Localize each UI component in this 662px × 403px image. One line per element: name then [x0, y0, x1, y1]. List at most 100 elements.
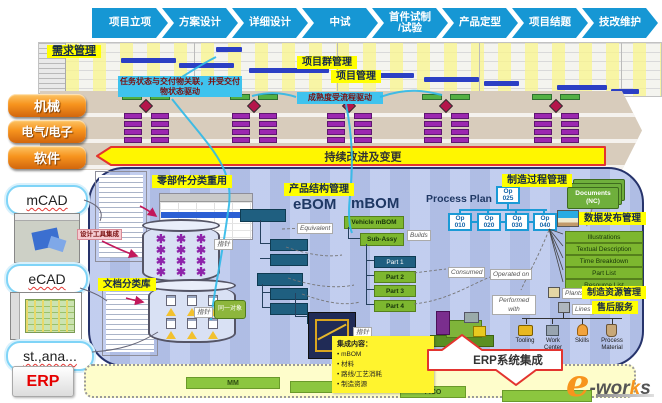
phase-chevron: 方案设计 [162, 8, 238, 38]
program-mgmt-label: 项目群管理 [297, 56, 357, 69]
connector-line [501, 221, 505, 223]
workflow-gate-diamond-icon [438, 99, 454, 114]
mbom-node: Vehicle mBOM [344, 216, 404, 229]
connector-line [366, 244, 367, 305]
circuit-board [25, 299, 75, 333]
parts-library-cylinder: ✱✱✱✱✱✱✱✱✱✱✱✱ [142, 219, 220, 282]
domain-button-electrical: 电气/电子 [8, 120, 86, 143]
classification-tree-screenshot [95, 171, 147, 262]
phase-chevron: 项目结题 [512, 8, 588, 38]
connector-line [543, 211, 545, 214]
erp-module [502, 390, 592, 402]
work-center-label: Work Center [543, 338, 562, 351]
logo-text: s [640, 378, 651, 399]
requirements-mgmt-label: 需求管理 [47, 45, 101, 58]
workflow-gate-diamond-icon [246, 99, 262, 114]
mcad-screenshot [14, 213, 80, 263]
gantt-separator [479, 43, 480, 96]
connector-line [582, 319, 583, 324]
connector-line [366, 304, 374, 305]
after-sales-label: 售后服务 [592, 301, 639, 314]
release-item: Illustrations [565, 231, 643, 243]
erp-content-item: 制造资源 [337, 380, 429, 390]
cad-part [47, 235, 67, 253]
connector-line [366, 289, 374, 290]
logo-text: -wor [589, 378, 630, 399]
process-plan-title: Process Plan [426, 193, 492, 205]
gantt-bar [484, 81, 519, 86]
change-arrow-label: 持续改进及变更 [325, 150, 403, 164]
ebom-node [270, 288, 308, 300]
cad-file-icon [166, 308, 176, 316]
connector-line [563, 313, 564, 318]
gantt-bar [179, 63, 234, 68]
connector-line [366, 275, 374, 276]
gantt-chart: 需求管理 项目群管理 项目管理 [38, 42, 662, 97]
release-preview-icon [557, 210, 579, 227]
workflow-group [226, 94, 282, 152]
gantt-bar [611, 89, 639, 94]
gantt-bar [121, 58, 176, 63]
release-item: Part List [565, 267, 643, 279]
connector-line [515, 211, 517, 214]
pointer-label: 指针 [214, 239, 233, 250]
work-center-icon [546, 325, 559, 336]
builds-label: Builds [407, 230, 431, 241]
cad-file-icon [208, 331, 218, 339]
mfg-resource-label: 制造资源管理 [582, 286, 647, 299]
gear-icons: ✱✱✱✱✱✱✱✱✱✱✱✱ [155, 232, 207, 279]
mbom-node: Sub-Assy [360, 233, 404, 246]
phase-bar: 项目立项 方案设计 详细设计 中试 首件试制 /试验 产品定型 项目结题 技改维… [92, 8, 658, 38]
connector-line [459, 209, 547, 211]
mbom-node: Part 3 [374, 285, 416, 297]
domain-button-mechanical: 机械 [8, 94, 86, 117]
documents-stack: Documents (NC) [567, 179, 625, 209]
gantt-bar [216, 47, 242, 52]
task-status-callout: 任务状态与交付物关联，并受交付物状态驱动 [118, 76, 242, 98]
process-material-icon [606, 324, 617, 337]
ebom-node [270, 303, 308, 315]
connector-line [348, 238, 360, 239]
plants-icon [548, 287, 560, 298]
ecad-screenshot [10, 292, 82, 340]
workflow-tasks [533, 112, 579, 143]
change-arrow: 持续改进及变更 [96, 146, 606, 166]
workflow-group [528, 94, 584, 152]
release-item: Time Breakdown [565, 255, 643, 267]
maturity-callout: 成熟度受流程驱动 [297, 92, 383, 104]
phase-chevron: 首件试制 /试验 [372, 8, 448, 38]
ecad-box: eCAD [6, 264, 88, 294]
erp-integration-arrow: ERP系统集成 [427, 334, 563, 386]
logo-e: e [566, 361, 590, 403]
lines-icon [558, 302, 570, 313]
mbom-node: Part 4 [374, 300, 416, 312]
document-icon [208, 318, 218, 329]
skills-icon [577, 324, 588, 336]
ebom-node [257, 273, 303, 286]
mcad-box: mCAD [6, 185, 88, 215]
pointer-label: 指针 [194, 307, 213, 318]
release-item: Textual Description [565, 243, 643, 255]
workflow-tasks [423, 112, 469, 143]
mfg-process-label: 制造过程管理 [502, 174, 572, 187]
ebom-node [240, 209, 286, 222]
skills-label: Skills [574, 338, 589, 344]
logo-k: k [629, 378, 641, 399]
gantt-bar [557, 85, 607, 90]
phase-chevron: 中试 [302, 8, 378, 38]
connector-line [260, 220, 261, 244]
connector-line [552, 319, 553, 324]
workflow-group [118, 94, 174, 152]
app-toolbar [15, 214, 79, 221]
document-icon [187, 318, 197, 329]
phase-chevron: 项目立项 [92, 8, 168, 38]
phase-chevron: 技改维护 [582, 8, 658, 38]
tooling-icon [518, 325, 533, 336]
mbom-title: mBOM [351, 195, 400, 212]
cad-file-icon [187, 331, 197, 339]
table-selected-row [161, 212, 251, 218]
